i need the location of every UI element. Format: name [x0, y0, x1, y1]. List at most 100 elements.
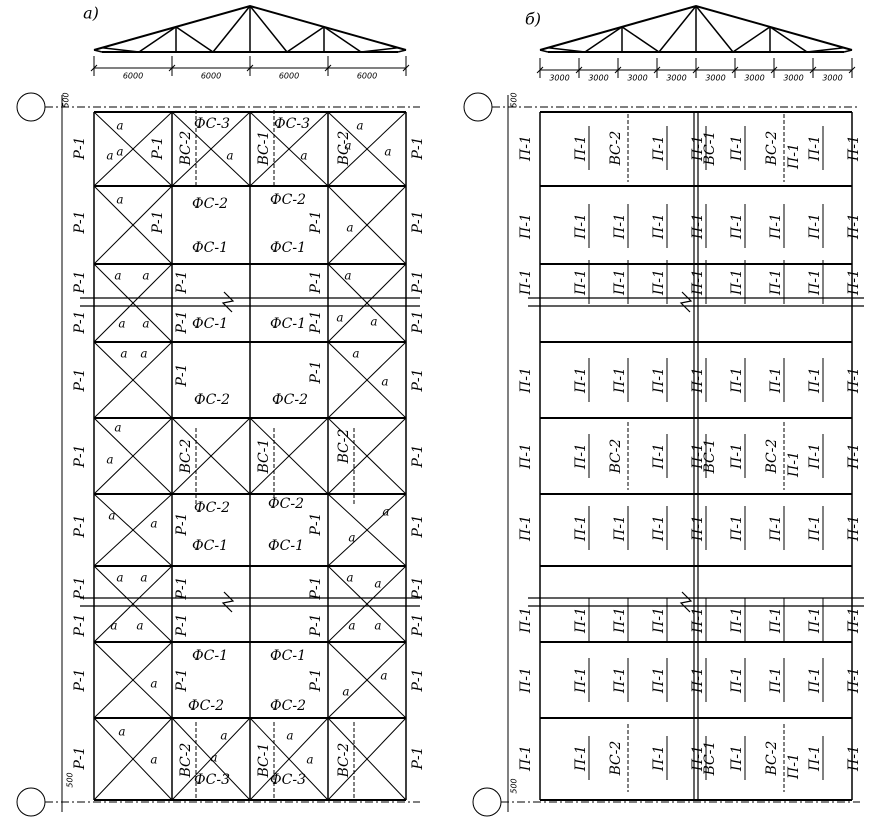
- vertical-brace-label: ВС-1: [256, 743, 272, 779]
- dimension-tick: [692, 66, 700, 74]
- purlin-label: П-1: [807, 515, 823, 542]
- truss-label: ФС-2: [272, 392, 308, 408]
- truss-diagonal: [621, 26, 660, 53]
- bay-label-a: а: [116, 571, 123, 585]
- brace-label-p1: Р-1: [150, 210, 166, 234]
- purlin-label: П-1: [612, 269, 628, 296]
- purlin-label: П-1: [573, 269, 589, 296]
- purlin-label: П-1: [690, 367, 706, 394]
- span-dimension: 6000: [279, 72, 299, 81]
- purlin-label: П-1: [729, 443, 745, 470]
- purlin-label: П-1: [518, 515, 534, 542]
- purlin-label: П-1: [573, 367, 589, 394]
- vertical-brace-label: ВС-2: [608, 131, 624, 167]
- brace-label-p1: Р-1: [410, 310, 426, 334]
- truss-end: [397, 49, 407, 53]
- brace-diagonal: [327, 565, 407, 643]
- truss-label: ФС-3: [194, 772, 230, 788]
- brace-diagonal: [171, 111, 251, 187]
- span-dimension: 3000: [549, 74, 569, 83]
- dimension-tick: [246, 64, 254, 72]
- truss-diagonal: [138, 26, 177, 53]
- purlin-label: П-1: [807, 367, 823, 394]
- span-dimension: 3000: [627, 74, 647, 83]
- span-dimension: 3000: [783, 74, 803, 83]
- bay-label-a: а: [348, 619, 355, 633]
- vertical-brace-label: ВС-2: [178, 131, 194, 167]
- purlin-label: П-1: [573, 443, 589, 470]
- brace-label-p1: Р-1: [72, 514, 88, 538]
- vertical-brace-label: ВС-1: [702, 741, 718, 777]
- bay-label-a: а: [306, 753, 313, 767]
- brace-label-p1: Р-1: [308, 576, 324, 600]
- purlin-label: П-1: [651, 667, 667, 694]
- purlin-label: П-1: [651, 135, 667, 162]
- purlin-label: П-1: [846, 367, 862, 394]
- truss-label: ФС-1: [192, 538, 228, 554]
- purlin-label: П-1: [768, 607, 784, 634]
- vertical-brace-label: ВС-1: [702, 439, 718, 475]
- purlin-label: П-1: [729, 269, 745, 296]
- brace-diagonal: [93, 417, 173, 495]
- dimension-500: 500: [66, 772, 75, 787]
- purlin-label: П-1: [573, 607, 589, 634]
- purlin-label: П-1: [786, 451, 802, 478]
- purlin-label: П-1: [807, 269, 823, 296]
- vertical-brace-label: ВС-2: [764, 439, 780, 475]
- bay-label-a: а: [150, 517, 157, 531]
- brace-diagonal: [327, 493, 407, 567]
- purlin-label: П-1: [846, 515, 862, 542]
- purlin-label: П-1: [786, 753, 802, 780]
- brace-diagonal: [327, 717, 407, 801]
- dimension-tick: [575, 66, 583, 74]
- vertical-brace-label: ВС-2: [608, 439, 624, 475]
- span-dimension: 3000: [822, 74, 842, 83]
- brace-label-p1: Р-1: [410, 270, 426, 294]
- bay-label-a: а: [114, 269, 121, 283]
- bay-label-a: а: [348, 531, 355, 545]
- brace-label-p1: Р-1: [72, 310, 88, 334]
- brace-diagonal: [93, 111, 173, 187]
- brace-diagonal: [93, 185, 173, 265]
- brace-diagonal: [93, 565, 173, 643]
- bay-label-a: а: [116, 119, 123, 133]
- purlin-label: П-1: [518, 213, 534, 240]
- truss-diagonal: [806, 46, 845, 53]
- purlin-label: П-1: [518, 367, 534, 394]
- dimension-tick: [614, 66, 622, 74]
- dimension-tick: [770, 66, 778, 74]
- brace-diagonal: [249, 717, 329, 801]
- dimension-tick: [653, 66, 661, 74]
- purlin-label: П-1: [846, 667, 862, 694]
- purlin-label: П-1: [729, 135, 745, 162]
- bay-label-a: а: [118, 317, 125, 331]
- truss-end: [539, 49, 549, 53]
- purlin-label: П-1: [651, 213, 667, 240]
- vertical-brace-label: ВС-2: [764, 741, 780, 777]
- purlin-label: П-1: [807, 135, 823, 162]
- purlin-label: П-1: [786, 143, 802, 170]
- brace-diagonal: [93, 263, 173, 343]
- truss-end: [93, 49, 103, 53]
- bay-label-a: а: [150, 677, 157, 691]
- bay-label-a: а: [106, 149, 113, 163]
- truss-diagonal: [323, 26, 362, 53]
- brace-label-p1: Р-1: [410, 444, 426, 468]
- dimension-tick: [809, 66, 817, 74]
- truss-diagonal: [547, 46, 586, 53]
- truss-diagonal: [695, 5, 734, 53]
- bay-label-a: а: [382, 505, 389, 519]
- purlin-label: П-1: [729, 213, 745, 240]
- purlin-label: П-1: [573, 135, 589, 162]
- axis-bubble: [472, 787, 502, 817]
- truss-label: ФС-1: [270, 316, 306, 332]
- brace-label-p1: Р-1: [72, 576, 88, 600]
- purlin-label: П-1: [651, 607, 667, 634]
- brace-label-p1: Р-1: [308, 613, 324, 637]
- bay-label-a: а: [116, 193, 123, 207]
- truss-diagonal: [584, 26, 623, 53]
- vertical-brace-label: ВС-2: [178, 743, 194, 779]
- brace-label-p1: Р-1: [308, 310, 324, 334]
- brace-diagonal: [93, 493, 173, 567]
